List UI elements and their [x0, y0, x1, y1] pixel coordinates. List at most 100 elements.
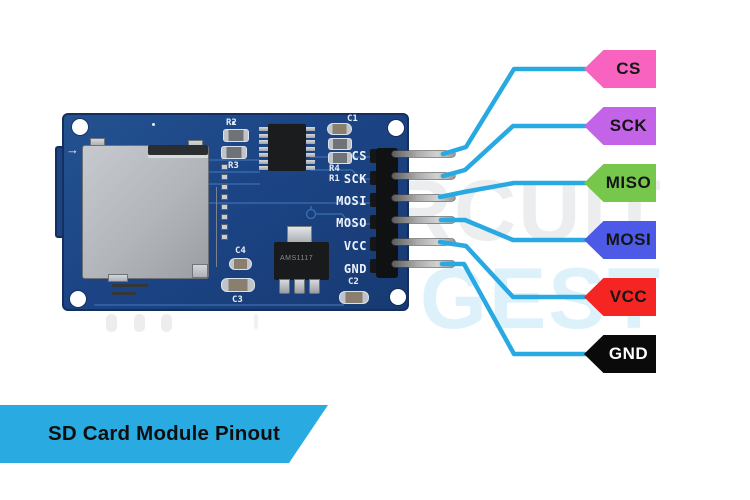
slot-contact-pad	[221, 174, 228, 180]
slot-contact-pad	[221, 194, 228, 200]
wire-gnd	[439, 261, 588, 357]
silkscreen-label-c2: C2	[348, 277, 359, 287]
header-housing	[370, 259, 379, 273]
flag-mosi-label: MOSI	[605, 230, 652, 249]
silkscreen-label-c4: C4	[235, 246, 246, 256]
header-pin	[392, 173, 455, 179]
slot-contact-pad	[221, 164, 228, 170]
ic-lead	[259, 153, 268, 157]
slot-contact-pad	[221, 214, 228, 220]
slot-contact-pad	[221, 234, 228, 240]
capacitor-c4	[229, 258, 252, 270]
capacitor-c3	[221, 278, 255, 292]
flag-gnd-label: GND	[608, 344, 649, 363]
card-slot-opening	[148, 145, 208, 155]
silkscreen-label-c1: C1	[347, 114, 358, 124]
wire-mosi	[438, 217, 588, 243]
ic-lead	[306, 127, 315, 131]
silkscreen-dot	[152, 123, 155, 126]
silkscreen-dot	[232, 121, 235, 124]
regulator-leg	[309, 279, 320, 294]
slot-contact-pad	[221, 184, 228, 190]
ic-lead	[306, 146, 315, 151]
ic-lead	[259, 146, 268, 151]
header-housing	[370, 171, 379, 185]
sd-card-module-pcb: →	[62, 113, 409, 311]
wire-sck	[440, 123, 588, 179]
header-housing	[370, 193, 379, 207]
ic-lead	[306, 159, 315, 164]
board-pin-label-moso: MOSO	[336, 216, 367, 230]
flag-miso-label: MISO	[605, 173, 652, 192]
card-insert-arrow-icon: →	[66, 142, 79, 157]
ic-lead	[259, 166, 268, 170]
slot-edge-line	[216, 187, 217, 267]
watermark-logo-bar	[254, 314, 258, 329]
board-pin-label-gnd: GND	[343, 262, 367, 276]
page-title: SD Card Module Pinout	[48, 422, 280, 445]
mounting-hole	[388, 120, 404, 136]
header-pin	[392, 239, 455, 245]
header-pin	[392, 261, 455, 267]
header-housing	[370, 237, 379, 251]
flag-vcc-label: VCC	[609, 287, 648, 306]
ic-lead	[259, 133, 268, 138]
slot-tab	[108, 274, 128, 282]
watermark-logo-bar	[106, 314, 117, 332]
resistor-r2	[223, 129, 249, 142]
ic-lead	[306, 153, 315, 157]
board-pin-label-mosi: MOSI	[336, 194, 367, 208]
board-pin-label-cs: CS	[351, 149, 367, 163]
silkscreen-label-r1: R1	[329, 174, 340, 184]
slot-contact-pad	[221, 224, 228, 230]
header-pin	[392, 195, 455, 201]
voltage-regulator	[274, 242, 329, 280]
microsd-card-slot	[82, 145, 209, 279]
regulator-leg	[279, 279, 290, 294]
wire-miso	[437, 180, 588, 200]
slot-spring-detail	[112, 284, 148, 287]
resistor-r4	[328, 138, 352, 150]
resistor-r1	[328, 152, 352, 164]
level-shifter-ic	[268, 123, 306, 171]
regulator-leg	[294, 279, 305, 294]
slot-spring-detail	[112, 292, 136, 295]
slot-notch	[192, 264, 208, 278]
wire-cs	[440, 66, 588, 157]
mounting-hole	[72, 119, 88, 135]
ic-lead	[259, 127, 268, 131]
slot-contact-pad	[221, 204, 228, 210]
header-pin	[392, 151, 455, 157]
ic-lead	[306, 166, 315, 170]
capacitor-c1	[327, 123, 352, 135]
slot-tab	[90, 138, 105, 146]
watermark-logo-bar	[161, 314, 172, 332]
pin-header-block	[376, 148, 398, 278]
ic-lead	[259, 159, 268, 164]
silkscreen-label-c3: C3	[232, 295, 243, 305]
ic-lead	[306, 140, 315, 144]
card-slot-lip	[148, 155, 208, 158]
silkscreen-label-r2: R2	[226, 118, 237, 128]
board-pin-label-vcc: VCC	[343, 239, 367, 253]
silkscreen-label-r3: R3	[228, 161, 239, 171]
header-pin	[392, 217, 455, 223]
regulator-marking: AMS1117	[280, 255, 314, 262]
capacitor-c2	[339, 291, 369, 304]
pcb-left-tab	[55, 146, 65, 238]
mounting-hole	[70, 291, 86, 307]
flag-cs-label: CS	[616, 59, 641, 78]
watermark-logo-bar	[134, 314, 145, 332]
silkscreen-label-r4: R4	[329, 164, 340, 174]
flag-miso: MISO	[584, 164, 656, 202]
flag-sck-label: SCK	[609, 116, 648, 135]
board-pin-label-sck: SCK	[343, 172, 367, 186]
mounting-hole	[390, 289, 406, 305]
header-housing	[370, 149, 379, 163]
wire-vcc	[437, 239, 588, 300]
ic-lead	[306, 133, 315, 138]
header-housing	[370, 215, 379, 229]
resistor-r3	[221, 146, 247, 159]
